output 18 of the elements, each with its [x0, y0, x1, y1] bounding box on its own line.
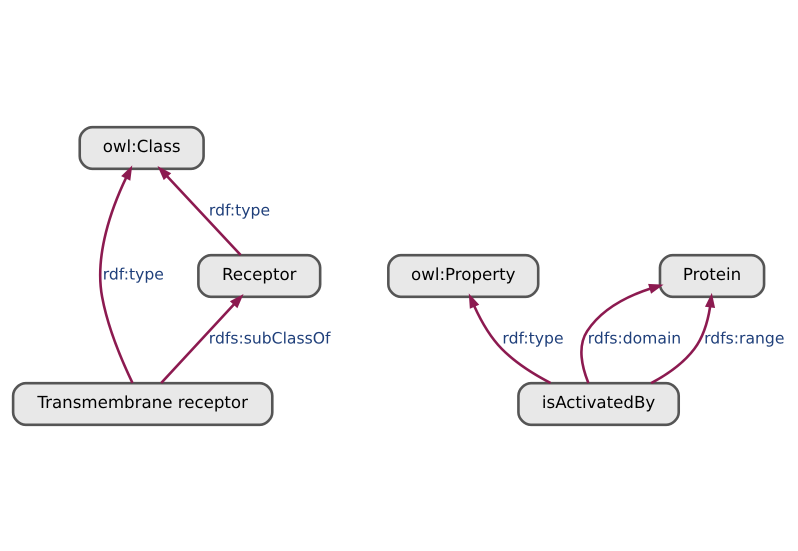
edge-label: rdf:type — [502, 329, 564, 348]
arrow — [650, 292, 716, 384]
node-box: Receptor — [197, 253, 322, 298]
edge-label: rdf:type — [208, 201, 270, 220]
arrow — [580, 283, 664, 384]
arrow — [160, 294, 244, 384]
node-box: Transmembrane receptor — [12, 381, 274, 426]
node-box: isActivatedBy — [517, 381, 680, 426]
node-box: owl:Class — [78, 125, 205, 170]
edge-label: rdfs:range — [704, 329, 784, 348]
arrow — [468, 292, 552, 384]
arrow — [98, 164, 134, 383]
edge-label: rdf:type — [102, 265, 164, 284]
node-box: owl:Property — [387, 253, 540, 298]
arrow — [158, 166, 242, 256]
node-box: Protein — [658, 253, 766, 298]
edge-label: rdfs:domain — [588, 329, 682, 348]
edge-label: rdfs:subClassOf — [208, 329, 331, 348]
